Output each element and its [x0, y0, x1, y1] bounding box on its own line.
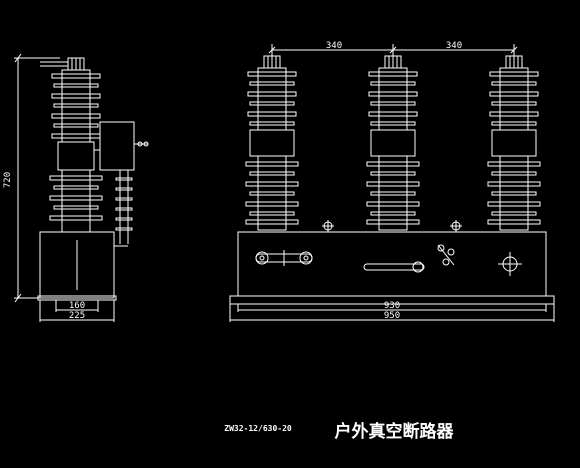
lifting-eyes: [322, 220, 462, 232]
center-lever: [363, 261, 425, 273]
model-caption: ZW32-12/630-20: [224, 424, 292, 433]
base-outer-width-label: 950: [384, 311, 400, 321]
side-width-dimensions: [39, 300, 115, 322]
base-inner-width-label: 930: [384, 301, 400, 311]
side-view: 720: [3, 53, 149, 322]
side-mechanism-box: [37, 231, 117, 301]
target-symbol: [498, 252, 522, 276]
side-collar: [57, 141, 95, 171]
side-inner-width-label: 160: [69, 301, 85, 311]
side-ct-box: [94, 121, 149, 171]
indicator-cluster: [437, 244, 455, 266]
side-upper-insulator: [51, 69, 101, 143]
front-view: 340 340: [229, 41, 555, 322]
pole-2: [366, 55, 420, 231]
side-height-dimension: [14, 53, 60, 303]
pole-1: [245, 55, 299, 231]
pole-spacing-left-label: 340: [326, 41, 342, 51]
base-width-dimensions: [229, 304, 555, 322]
main-case: [229, 231, 555, 305]
pole-spacing-right-label: 340: [446, 41, 462, 51]
side-outer-width-label: 225: [69, 311, 85, 321]
side-height-label: 720: [3, 172, 13, 188]
side-cable-insulator: [113, 170, 133, 250]
product-name-caption: 户外真空断路器: [335, 421, 455, 442]
side-lower-insulator: [49, 169, 103, 233]
side-terminal: [40, 57, 85, 71]
pole-3: [487, 55, 541, 231]
operating-handle: [255, 250, 313, 266]
